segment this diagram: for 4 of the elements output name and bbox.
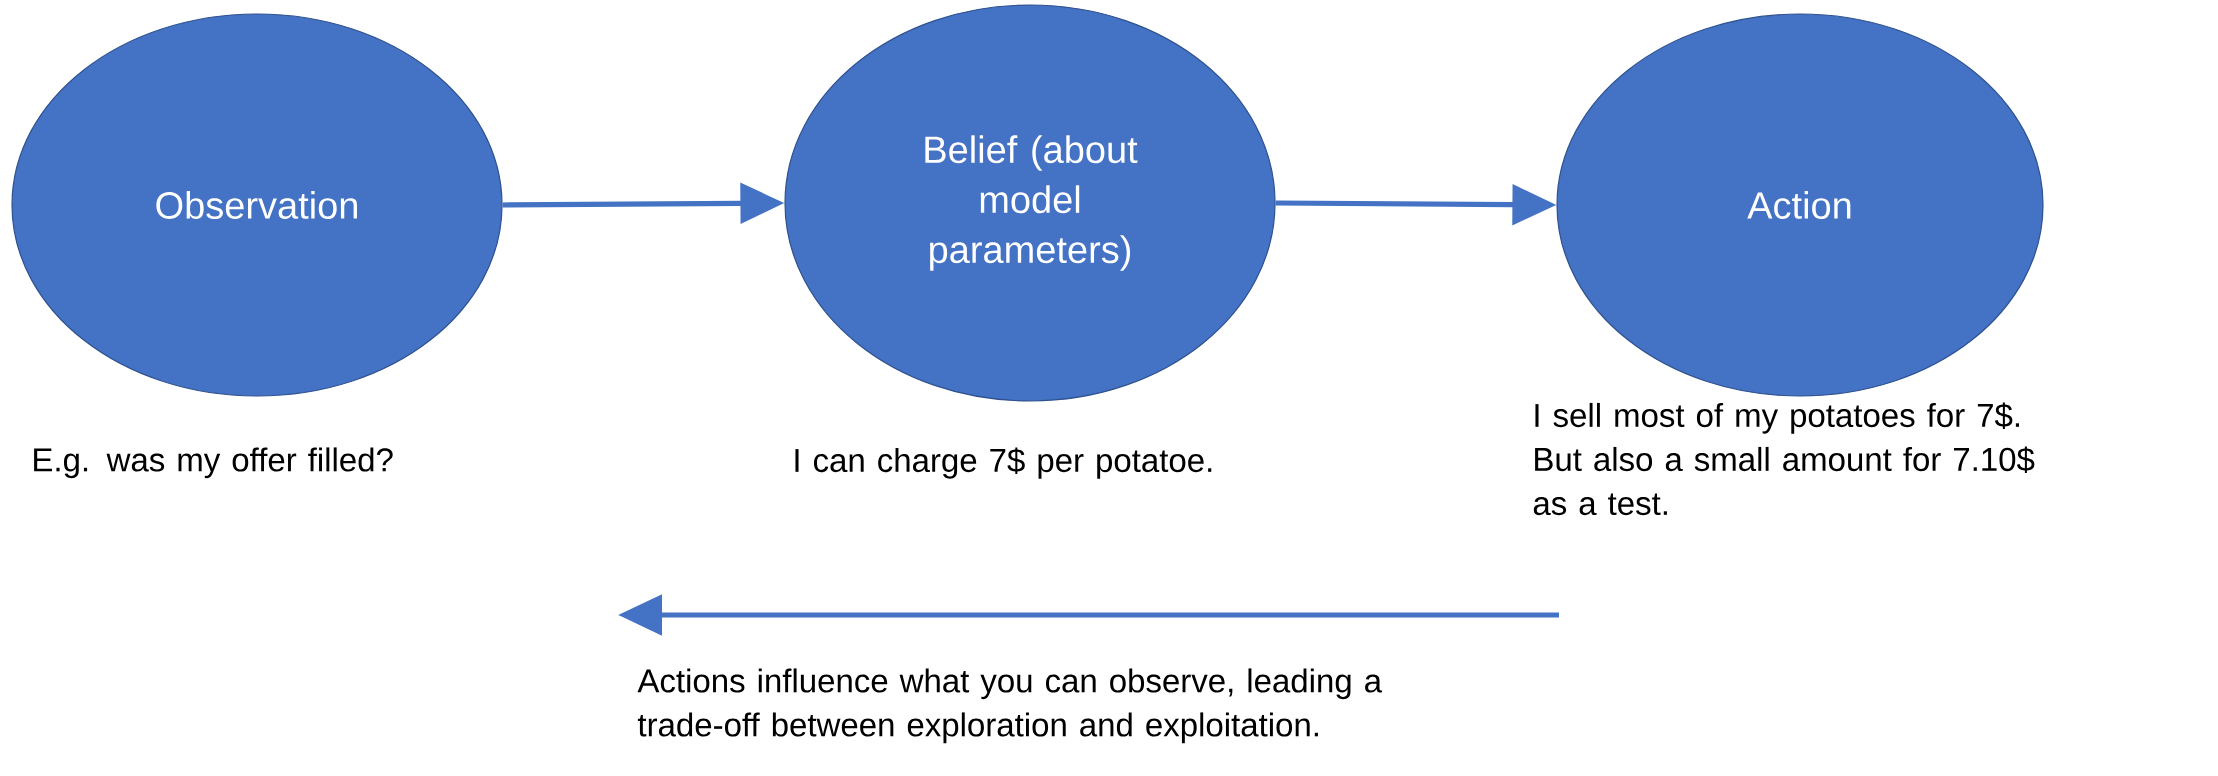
note-text: Actions influence what you can observe, leading a trade-off between exploration and exploitation. — [637, 668, 1383, 744]
caption-text: I sell most of my potatoes for 7$. But also a small amount for 7.10$ as a test. — [1533, 402, 2035, 516]
caption-text: E.g. was my offer filled? — [34, 447, 393, 479]
caption-text: I can charge 7$ per potatoe. — [795, 447, 1212, 479]
